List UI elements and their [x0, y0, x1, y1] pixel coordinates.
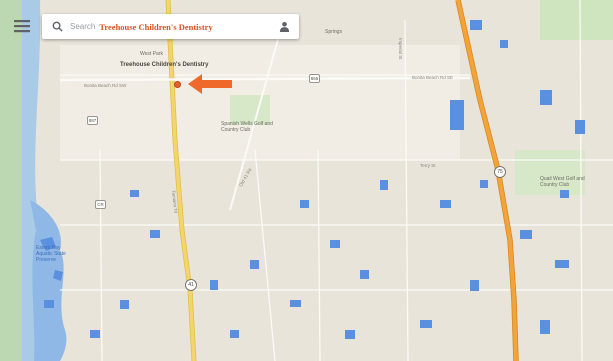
bay-label: Estero Bay Aquatic State Preserve — [36, 245, 66, 263]
golf-club-label: Spanish Wells Golf and Country Club — [221, 121, 273, 133]
route-shield-887: 887 — [87, 116, 98, 125]
road-label-terry: Terry St — [420, 163, 436, 168]
menu-button[interactable] — [12, 17, 32, 35]
road-label-bonita-w: Bonita Beach Rd SW — [84, 83, 127, 88]
magnifier-search-icon[interactable] — [50, 20, 64, 34]
search-bar[interactable]: Search Treehouse Children's Dentistry — [42, 14, 299, 39]
orange-arrow-icon — [188, 74, 232, 94]
place-marker-icon[interactable] — [174, 81, 181, 88]
route-shield-75: 75 — [494, 166, 506, 178]
road-label-imperial: Imperial St — [398, 38, 403, 60]
road-label-bonita-e: Bonita Beach Rd SE — [412, 75, 454, 80]
route-shield-cr: CR — [95, 200, 106, 209]
search-input[interactable]: Search Treehouse Children's Dentistry — [70, 22, 277, 32]
hamburger-menu-icon — [14, 20, 30, 33]
route-shield-865: 865 — [309, 74, 320, 83]
search-query: Treehouse Children's Dentistry — [99, 21, 213, 32]
town-label: West Park — [140, 51, 163, 57]
route-shield-41: 41 — [185, 279, 197, 291]
springs-label: Springs — [325, 29, 342, 35]
quail-golf-label: Quail West Golf and Country Club — [540, 176, 585, 188]
person-icon[interactable] — [277, 20, 291, 34]
poi-label[interactable]: Treehouse Children's Dentistry — [120, 62, 209, 68]
search-placeholder: Search — [70, 22, 96, 31]
